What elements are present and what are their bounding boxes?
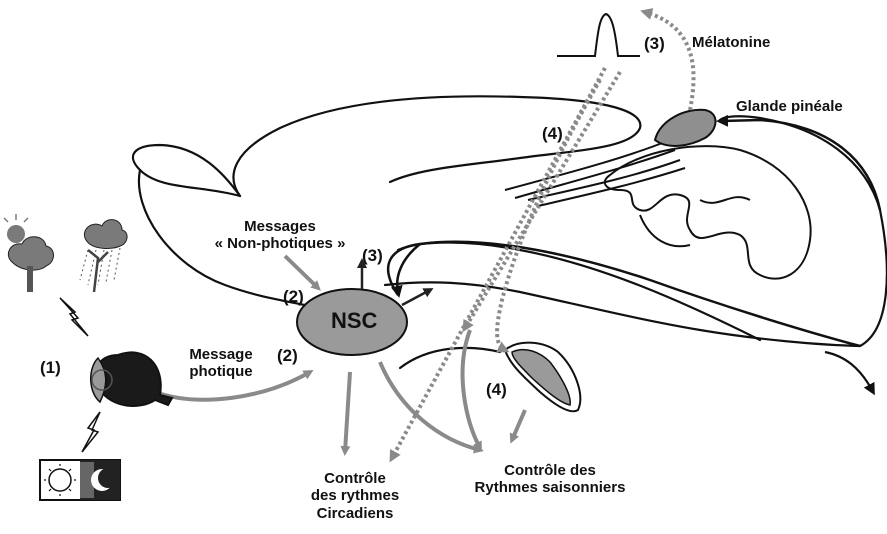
nsc-pineal-pathway <box>388 242 860 346</box>
step-2-top-label: (2) <box>283 287 304 307</box>
nsc-pathway-arrowhead <box>397 244 420 292</box>
rythmes-saisonniers-line: Rythmes saisonniers <box>450 479 650 496</box>
controle-saisonniers-label: Contrôle des Rythmes saisonniers <box>450 462 650 497</box>
cerebellum <box>605 146 811 279</box>
controle-des-line: Contrôle des <box>450 462 650 479</box>
photique-line: photique <box>176 363 266 380</box>
day-night-icon <box>40 460 120 500</box>
step-4-bottom-label: (4) <box>486 380 507 400</box>
rythmes-line: des rythmes <box>290 487 420 504</box>
melatonine-label: Mélatonine <box>692 34 770 51</box>
non-photiques-line: « Non-photiques » <box>170 235 390 252</box>
lightning-icon-lower <box>82 412 100 452</box>
spinal-arrow <box>825 352 872 390</box>
eye-icon <box>91 352 172 406</box>
step-3-melatonin-label: (3) <box>644 34 665 54</box>
tree-sun-icon <box>4 214 54 292</box>
step-2-bottom-label: (2) <box>277 346 298 366</box>
message-line: Message <box>176 346 266 363</box>
tree-rain-icon <box>80 220 127 292</box>
melatonin-curve <box>557 14 640 56</box>
lightning-icon <box>60 298 88 336</box>
glande-pineale-label: Glande pinéale <box>736 98 843 115</box>
circadiens-line: Circadiens <box>290 505 420 522</box>
controle-circadiens-label: Contrôle des rythmes Circadiens <box>290 470 420 522</box>
step-1-label: (1) <box>40 358 61 378</box>
step-4-top-label: (4) <box>542 124 563 144</box>
pineal-gland <box>655 110 716 146</box>
pituitary <box>505 343 580 412</box>
nsc-label: NSC <box>331 308 377 334</box>
message-photique-label: Message photique <box>176 346 266 381</box>
messages-line: Messages <box>170 218 390 235</box>
nsc-arrow-right <box>402 290 430 305</box>
controle-line: Contrôle <box>290 470 420 487</box>
pineal-stalk <box>505 140 685 206</box>
messages-non-photiques-label: Messages « Non-photiques » <box>190 218 390 253</box>
step-3-nsc-label: (3) <box>362 246 383 266</box>
